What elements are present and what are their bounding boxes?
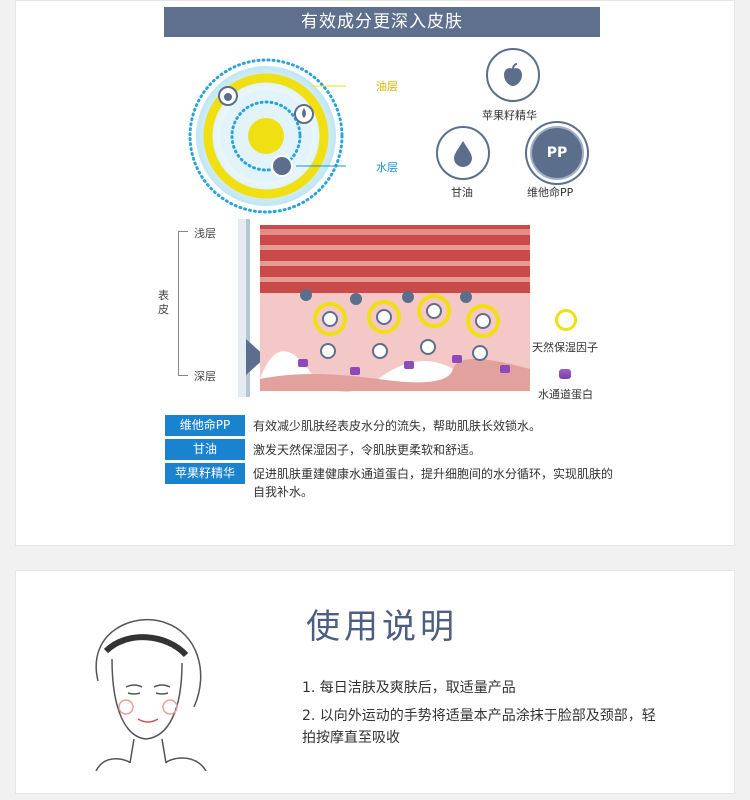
usage-instructions-card: 使用说明 1. 每日洁肤及爽肤后，取适量产品 2. 以向外运动的手势将适量本产品… <box>15 570 735 794</box>
aquaporin-legend-label: 水通道蛋白 <box>538 388 593 401</box>
capsule-diagram <box>188 58 346 214</box>
skin-cross-section <box>238 219 530 397</box>
effective-ingredients-card: 有效成分更深入皮肤 油层 水层 <box>15 0 735 546</box>
epidermis-label: 表皮 <box>158 289 169 316</box>
usage-step: 2. 以向外运动的手势将适量本产品涂抹于脸部及颈部，轻拍按摩直至吸收 <box>302 708 656 746</box>
pp-icon: PP <box>530 126 584 180</box>
vitamin-pp-label: 维他命PP <box>527 186 574 199</box>
apple-icon <box>486 48 540 102</box>
glycerin-label: 甘油 <box>451 186 473 199</box>
nmf-legend-label: 天然保湿因子 <box>532 341 598 354</box>
water-layer-label: 水层 <box>376 161 398 174</box>
capsule-drop-icon <box>294 104 314 124</box>
ingredient-tag: 苹果籽精华 <box>165 463 245 484</box>
ingredient-tag: 维他命PP <box>165 415 245 436</box>
usage-title: 使用说明 <box>306 607 458 647</box>
shallow-label: 浅层 <box>194 227 216 240</box>
capsule-apple-icon <box>218 86 238 106</box>
section-title: 有效成分更深入皮肤 <box>164 7 600 37</box>
ingredient-description: 促进肌肤重建健康水通道蛋白，提升细胞间的水分循环，实现肌肤的自我补水。 <box>253 467 614 499</box>
usage-step: 1. 每日洁肤及爽肤后，取适量产品 <box>302 680 516 696</box>
ingredient-tag: 甘油 <box>165 439 245 460</box>
oil-layer-label: 油层 <box>376 80 398 93</box>
aquaporin-legend-icon <box>559 369 571 379</box>
nmf-legend-icon <box>555 309 577 331</box>
ingredient-description: 有效减少肌肤经表皮水分的流失，帮助肌肤长效锁水。 <box>253 419 542 433</box>
depth-bracket <box>178 231 188 376</box>
capsule-pp-icon <box>271 155 293 177</box>
deep-label: 深层 <box>194 370 216 383</box>
ingredient-description: 激发天然保湿因子，令肌肤更柔软和舒适。 <box>253 443 482 457</box>
water-drop-icon <box>436 126 490 180</box>
apple-seed-label: 苹果籽精华 <box>482 109 537 122</box>
woman-face-illustration <box>95 618 207 771</box>
